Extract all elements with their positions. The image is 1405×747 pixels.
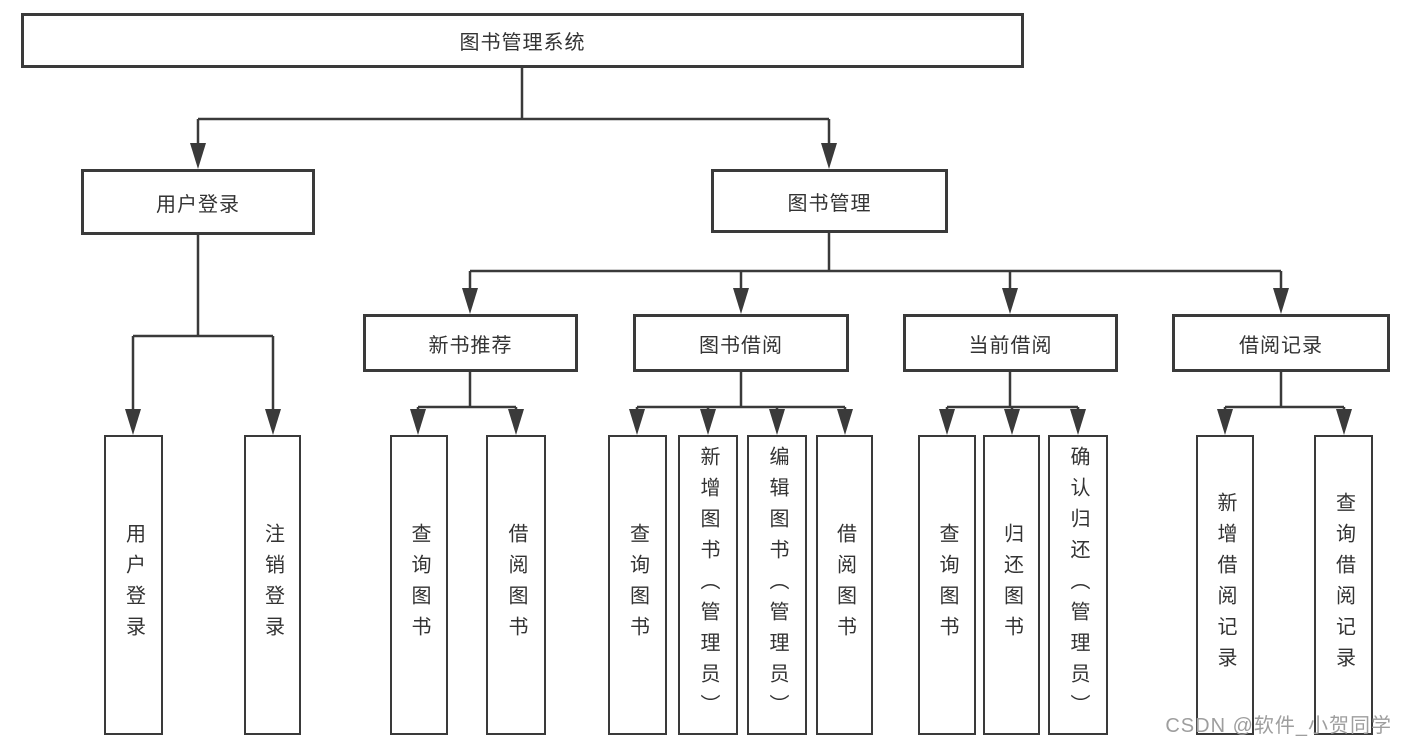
leaf-label: 查询图书 xyxy=(936,523,958,647)
leaf-borrow-books-borrowing: 借阅图书 xyxy=(816,435,873,735)
leaf-label: 查询借阅记录 xyxy=(1332,492,1355,678)
leaf-label: 查询图书 xyxy=(626,523,649,647)
node-new-book-recommend: 新书推荐 xyxy=(363,314,578,372)
node-library-system: 图书管理系统 xyxy=(21,13,1024,68)
node-book-borrowing: 图书借阅 xyxy=(633,314,849,372)
leaf-user-login: 用户登录 xyxy=(104,435,163,735)
leaf-confirm-return-admin: 确认归还（管理员） xyxy=(1048,435,1108,735)
node-label: 图书管理 xyxy=(787,192,872,215)
leaf-label: 借阅图书 xyxy=(833,523,856,647)
leaf-logout: 注销登录 xyxy=(244,435,301,735)
leaf-return-books: 归还图书 xyxy=(983,435,1040,735)
leaf-label: 注销登录 xyxy=(261,523,284,647)
leaf-label: 借阅图书 xyxy=(505,523,527,647)
leaf-query-books-current: 查询图书 xyxy=(918,435,976,735)
node-label: 新书推荐 xyxy=(428,334,513,357)
node-current-borrowing: 当前借阅 xyxy=(903,314,1118,372)
leaf-add-borrow-record: 新增借阅记录 xyxy=(1196,435,1254,735)
leaf-label: 确认归还（管理员） xyxy=(1067,445,1089,725)
leaf-label: 新增借阅记录 xyxy=(1214,492,1236,678)
leaf-add-books-admin: 新增图书（管理员） xyxy=(678,435,738,735)
leaf-label: 查询图书 xyxy=(408,523,430,647)
leaf-label: 归还图书 xyxy=(1000,523,1023,647)
node-label: 当前借阅 xyxy=(968,334,1053,357)
leaf-label: 新增图书（管理员） xyxy=(697,445,719,725)
leaf-query-books-newbooks: 查询图书 xyxy=(390,435,448,735)
leaf-label: 编辑图书（管理员） xyxy=(766,445,788,725)
node-label: 图书管理系统 xyxy=(459,32,586,54)
node-label: 图书借阅 xyxy=(699,334,783,357)
node-borrowing-records: 借阅记录 xyxy=(1172,314,1390,372)
leaf-label: 用户登录 xyxy=(122,523,145,647)
node-book-management: 图书管理 xyxy=(711,169,948,233)
node-label: 用户登录 xyxy=(156,193,240,216)
node-label: 借阅记录 xyxy=(1239,334,1323,357)
watermark: CSDN @软件_小贺同学 xyxy=(1165,715,1392,737)
leaf-query-books-borrowing: 查询图书 xyxy=(608,435,667,735)
leaf-borrow-books-newbooks: 借阅图书 xyxy=(486,435,546,735)
node-user-login: 用户登录 xyxy=(81,169,315,235)
leaf-edit-books-admin: 编辑图书（管理员） xyxy=(747,435,807,735)
leaf-query-borrow-record: 查询借阅记录 xyxy=(1314,435,1373,735)
